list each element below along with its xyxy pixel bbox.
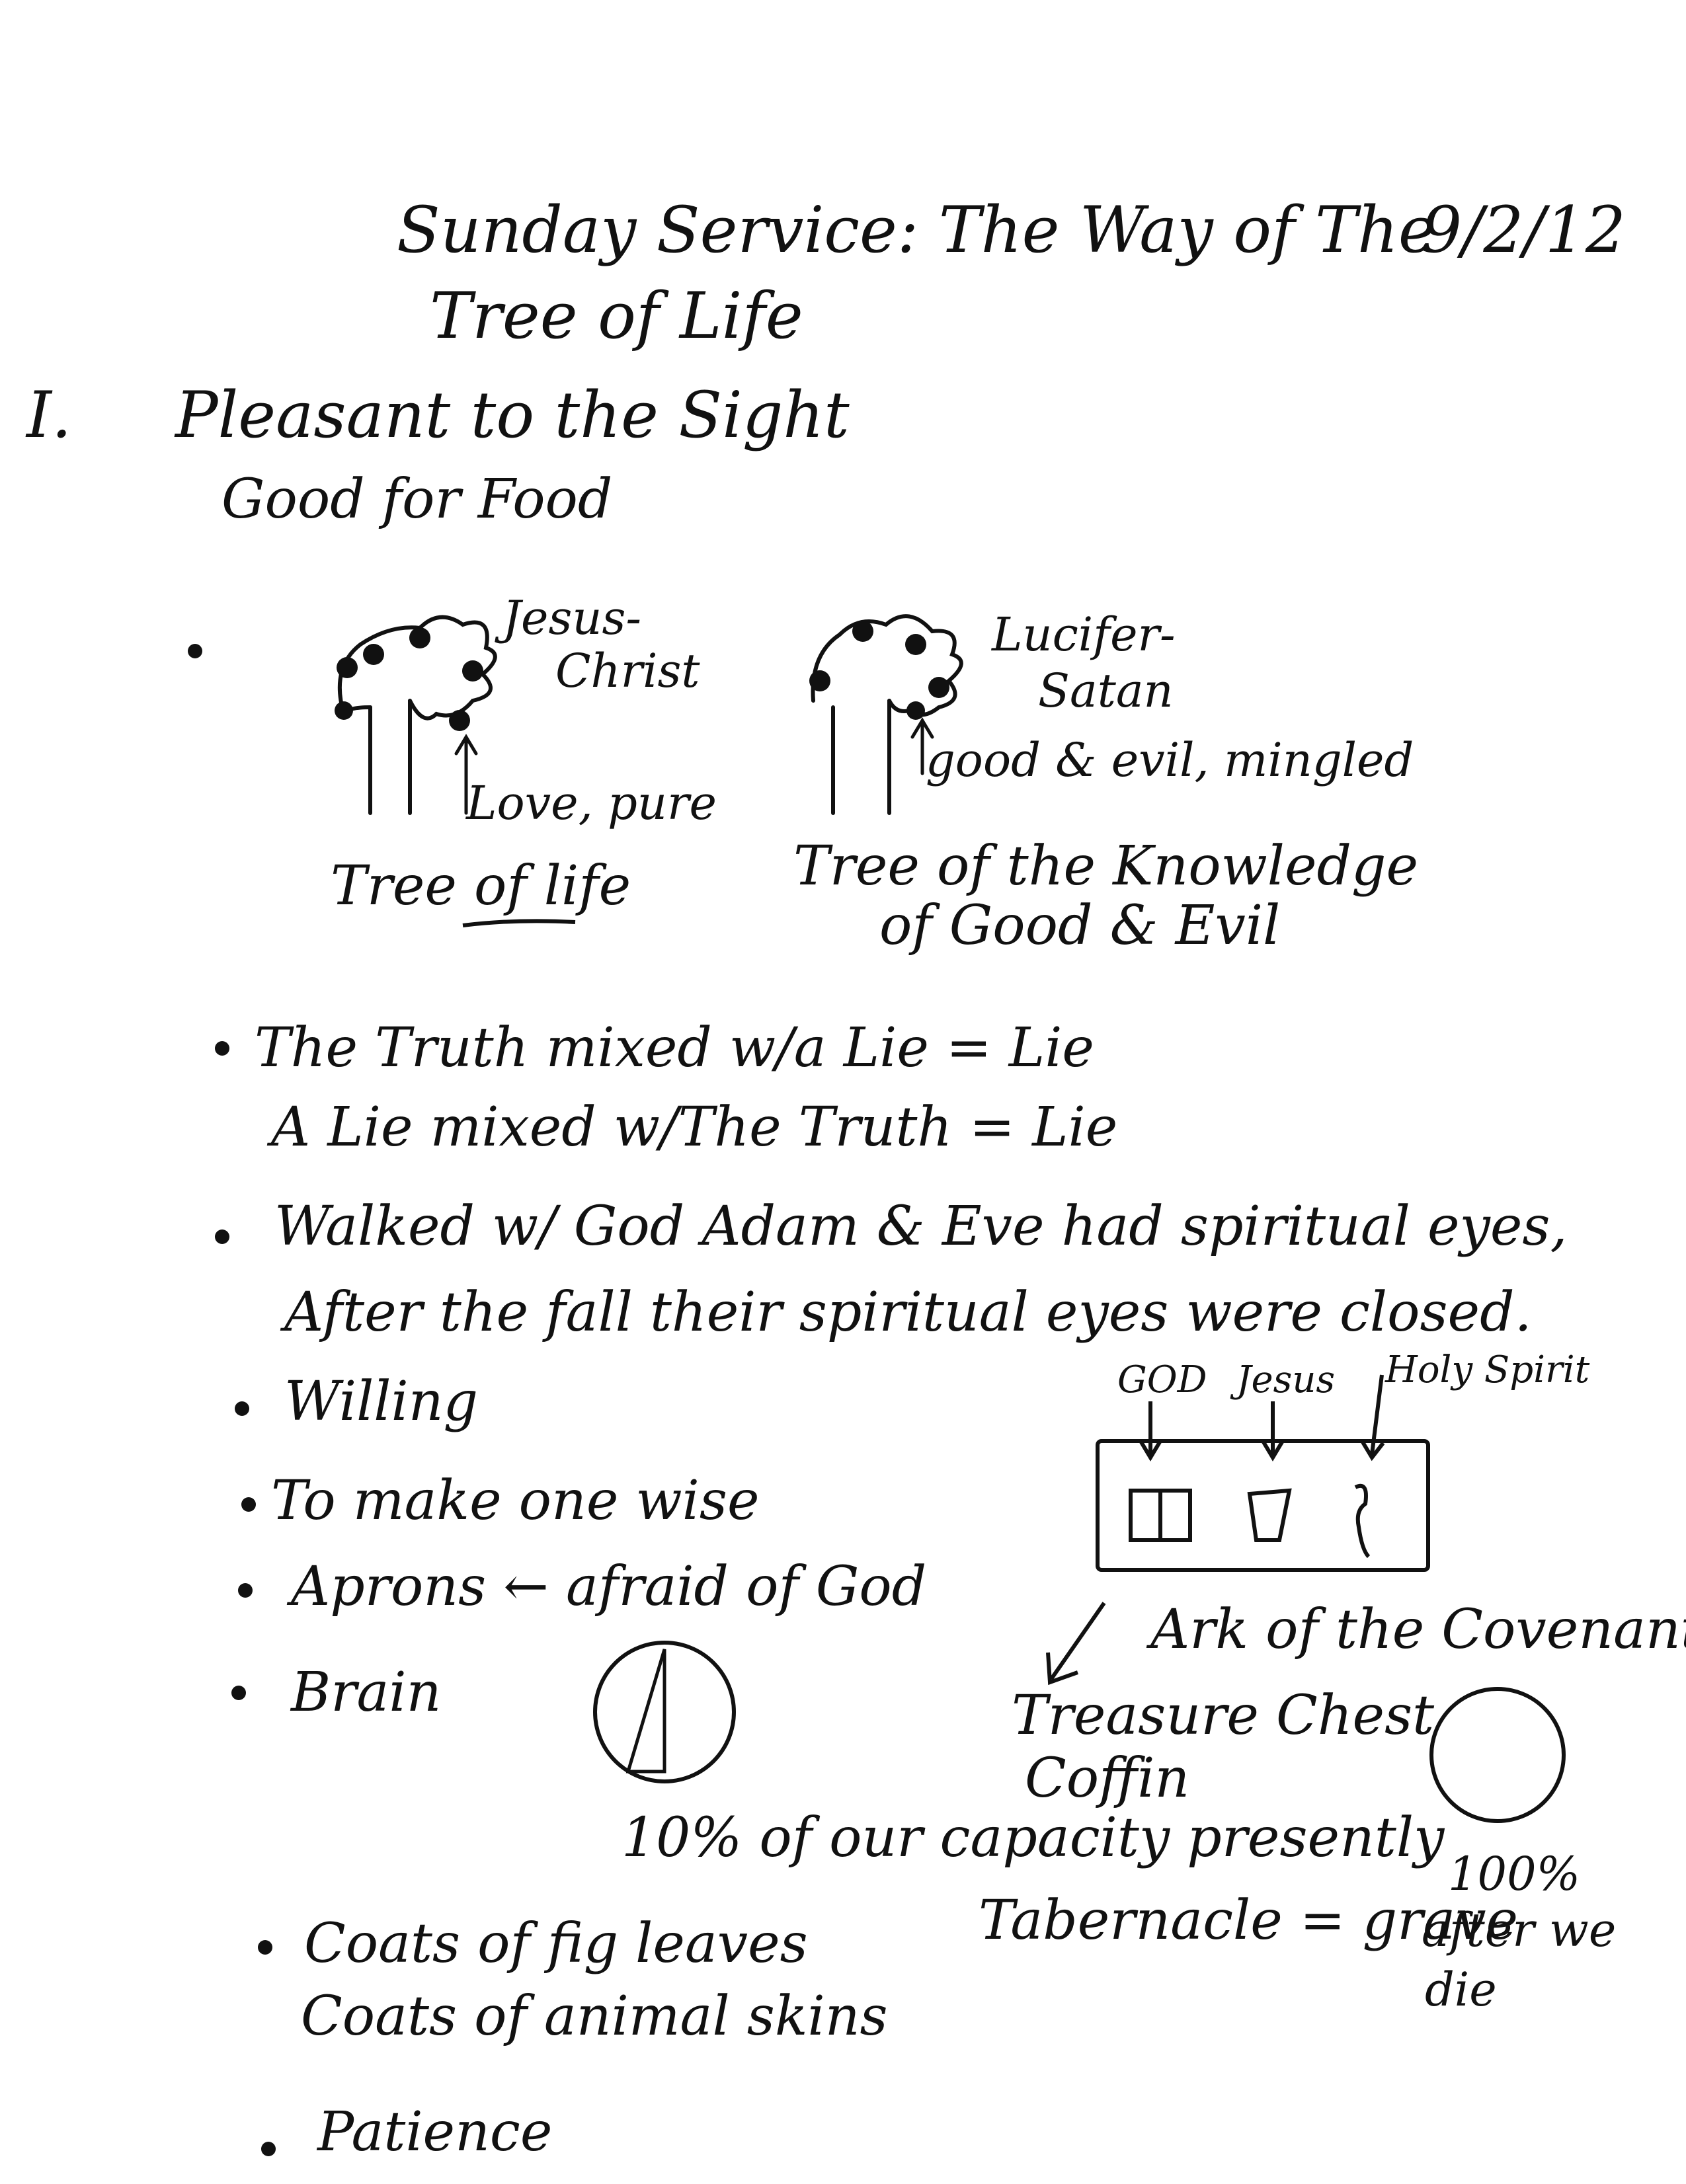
ark-box xyxy=(1046,1374,1430,1686)
love-label: Love, pure xyxy=(466,776,717,830)
page-title-line2: Tree of Life xyxy=(430,279,803,353)
coats-line1: Coats of fig leaves xyxy=(304,1912,808,1975)
coats-line2: Coats of animal skins xyxy=(301,1985,888,2048)
willing-text: Willing xyxy=(284,1370,479,1433)
bullet-dot xyxy=(238,1583,253,1598)
brain-circle-hundred xyxy=(1429,1687,1566,1823)
christ-label: Christ xyxy=(555,644,700,698)
ark-label-god: GOD xyxy=(1117,1358,1207,1401)
ark-caption: Ark of the Covenant xyxy=(1150,1598,1686,1661)
bullet-dot xyxy=(235,1401,249,1416)
satan-label: Satan xyxy=(1038,664,1174,718)
patience-text: Patience xyxy=(317,2101,553,2164)
bullet-dot xyxy=(241,1497,256,1512)
section-numeral: I. xyxy=(26,378,72,452)
love-arrow xyxy=(454,734,478,815)
brain-text: Brain xyxy=(291,1661,442,1724)
aprons-text: Aprons ← afraid of God xyxy=(291,1555,927,1618)
bullet-dot xyxy=(215,1229,229,1244)
tree-of-knowledge-fruits xyxy=(809,621,949,720)
brain-circle-ten xyxy=(593,1641,736,1783)
walked-line2: After the fall their spiritual eyes were… xyxy=(284,1281,1532,1344)
bullet-dot xyxy=(231,1686,246,1700)
knowledge-caption-line1: Tree of the Knowledge xyxy=(793,835,1419,898)
treasure-chest-text: Treasure Chest xyxy=(1012,1684,1435,1747)
tabernacle-text: Tabernacle = grave xyxy=(979,1889,1519,1952)
tree-of-life-caption: Tree of life xyxy=(331,855,631,917)
ten-percent-text: 10% of our capacity presently xyxy=(622,1807,1445,1869)
tree-of-life-fruits xyxy=(335,627,483,731)
knowledge-caption-line2: of Good & Evil xyxy=(879,894,1281,957)
section-heading: Pleasant to the Sight xyxy=(175,378,850,452)
walked-line1: Walked w/ God Adam & Eve had spiritual e… xyxy=(274,1195,1568,1258)
ark-label-spirit: Holy Spirit xyxy=(1385,1348,1590,1391)
coffin-text: Coffin xyxy=(1025,1747,1190,1810)
mingled-label: good & evil, mingled xyxy=(926,733,1414,787)
section-subheading: Good for Food xyxy=(221,468,613,531)
page-date: 9/2/12 xyxy=(1422,193,1626,267)
bullet-dot xyxy=(215,1041,229,1056)
mingled-arrow xyxy=(910,717,934,775)
lucifer-label: Lucifer- xyxy=(992,607,1176,662)
jesus-label: Jesus- xyxy=(502,591,642,645)
bullet-dot xyxy=(261,2142,276,2156)
after-line2: die xyxy=(1425,1963,1497,2017)
tree-of-life-underline xyxy=(462,919,576,927)
hundred-percent-text: 100% xyxy=(1448,1847,1581,1901)
after-line1: after we xyxy=(1422,1903,1617,1957)
truth-line1: The Truth mixed w/a Lie = Lie xyxy=(255,1017,1094,1079)
wise-text: To make one wise xyxy=(271,1469,760,1532)
bullet-dot xyxy=(258,1940,272,1955)
page-title-line1: Sunday Service: The Way of The xyxy=(397,193,1436,267)
ark-label-jesus: Jesus xyxy=(1236,1358,1336,1401)
truth-line2: A Lie mixed w/The Truth = Lie xyxy=(271,1096,1118,1159)
